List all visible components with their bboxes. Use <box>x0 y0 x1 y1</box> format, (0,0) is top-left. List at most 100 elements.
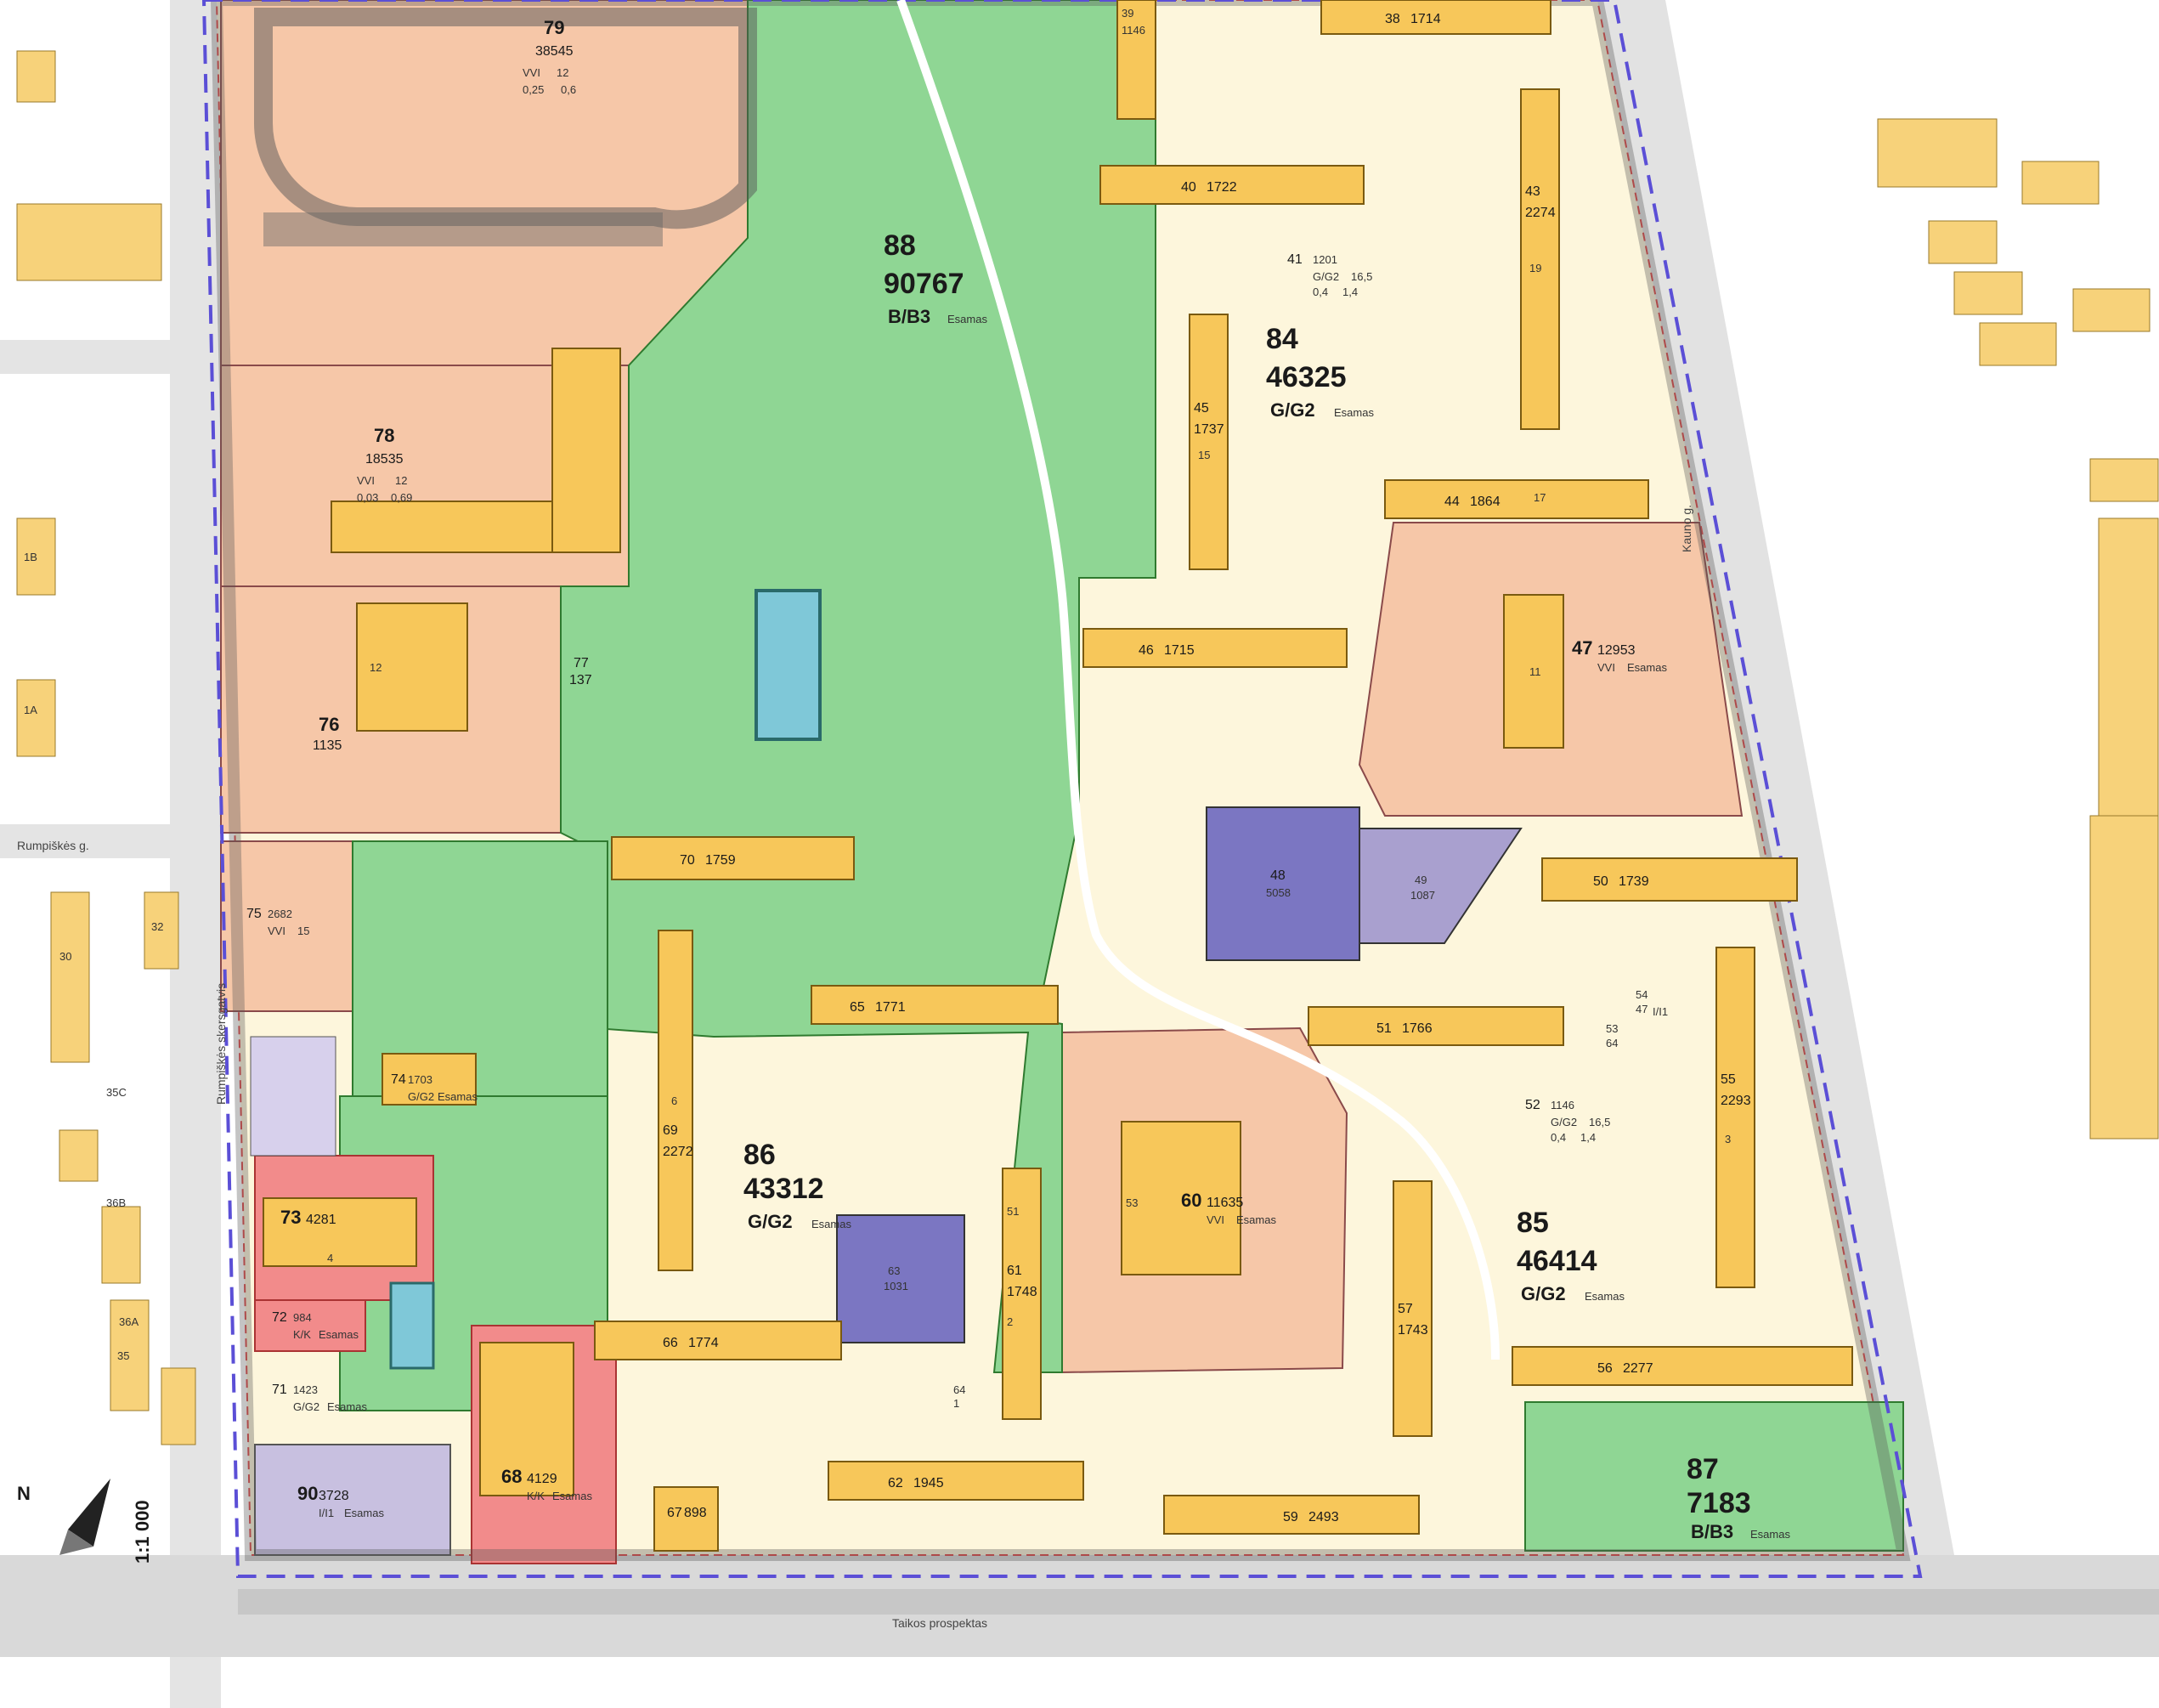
zone-88-code: B/B3 <box>888 306 930 327</box>
building-73[interactable] <box>263 1197 417 1267</box>
zone-52-id: 52 <box>1525 1098 1540 1112</box>
zone-47-code: VVI <box>1597 661 1615 674</box>
zone-88-id: 88 <box>884 229 916 262</box>
building-61-area: 1748 <box>1007 1285 1037 1299</box>
building-46[interactable] <box>1082 628 1348 668</box>
zone-74-code: G/G2 <box>408 1090 434 1103</box>
north-arrow: N <box>17 1479 110 1555</box>
road-taikos-stripe <box>238 1589 2159 1615</box>
zone-60-code: VVI <box>1207 1213 1224 1226</box>
zone-52-area: 1146 <box>1551 1099 1574 1111</box>
stadium-track <box>254 8 757 229</box>
building-40[interactable] <box>1099 165 1365 205</box>
building-55-id: 55 <box>1721 1072 1736 1087</box>
building-38[interactable] <box>1320 0 1551 35</box>
north-arrow-shadow-icon <box>59 1530 93 1555</box>
zone-73-id: 73 <box>280 1207 301 1228</box>
building-59-id: 59 <box>1283 1510 1298 1524</box>
house-number: 36A <box>119 1315 138 1328</box>
zone-87-area: 7183 <box>1687 1487 1751 1519</box>
zone-87-id: 87 <box>1687 1453 1719 1485</box>
building-63-id: 63 <box>888 1264 900 1277</box>
building-62[interactable] <box>828 1461 1084 1501</box>
planning-boundary <box>201 0 1923 1578</box>
zone-76-area: 1135 <box>313 738 342 753</box>
building-40-area: 1722 <box>1207 180 1237 195</box>
house-number: 3 <box>1725 1133 1731 1145</box>
zone-71-id: 71 <box>272 1383 287 1397</box>
building-59[interactable] <box>1163 1495 1420 1535</box>
building-45-area: 1737 <box>1194 422 1224 437</box>
building-49[interactable] <box>1359 828 1523 944</box>
building-55[interactable] <box>1715 947 1755 1288</box>
zone-84-area: 46325 <box>1266 361 1347 393</box>
street-side-left: Rumpiškės skersgatvis <box>214 983 228 1105</box>
house-number: 15 <box>1198 449 1210 461</box>
house-number: 1B <box>24 551 37 563</box>
building-76[interactable] <box>356 602 468 732</box>
building-45[interactable] <box>1189 314 1229 570</box>
zone-52-intensity: 1,4 <box>1580 1131 1596 1144</box>
building-51[interactable] <box>1308 1006 1564 1046</box>
building-56-id: 56 <box>1597 1361 1613 1376</box>
building-labels: 70 1759 69 2272 65 1771 66 1774 62 1945 … <box>663 7 1751 1524</box>
zone-75[interactable] <box>220 840 353 1012</box>
building-67-id: 67 <box>667 1506 682 1520</box>
building-65[interactable] <box>811 985 1059 1025</box>
building-70[interactable] <box>611 836 855 880</box>
building-48[interactable] <box>1206 806 1360 961</box>
building-50[interactable] <box>1541 857 1798 902</box>
house-number: 53 <box>1126 1196 1138 1209</box>
zone-52-code: G/G2 <box>1551 1116 1577 1128</box>
zone-90[interactable] <box>254 1444 451 1556</box>
house-number: 19 <box>1529 262 1541 274</box>
building-69[interactable] <box>658 930 693 1271</box>
building-67[interactable] <box>653 1486 719 1552</box>
house-number: 4 <box>327 1252 333 1264</box>
zone-72[interactable] <box>254 1299 366 1352</box>
building-48-area: 5058 <box>1266 886 1291 899</box>
building-68[interactable] <box>479 1342 574 1496</box>
building-44[interactable] <box>1384 479 1649 519</box>
building-60[interactable] <box>1121 1121 1241 1275</box>
zone-86-area: 43312 <box>743 1173 824 1205</box>
building-61[interactable] <box>1002 1168 1042 1420</box>
building-66[interactable] <box>594 1321 842 1360</box>
building-74[interactable] <box>381 1053 477 1106</box>
building-56[interactable] <box>1512 1346 1853 1386</box>
building-62-area: 1945 <box>913 1476 944 1490</box>
building-61-id: 61 <box>1007 1264 1022 1278</box>
building-64-area: 1 <box>953 1397 959 1410</box>
zone-lavender-small[interactable] <box>250 1036 336 1157</box>
zone-79-code: VVI <box>523 66 540 79</box>
zone-86-id: 86 <box>743 1139 776 1171</box>
zone-90-status: Esamas <box>344 1507 384 1519</box>
north-label: N <box>17 1483 31 1504</box>
building-66-id: 66 <box>663 1336 678 1350</box>
zone-79-max-h: 12 <box>557 66 568 79</box>
building-57[interactable] <box>1393 1180 1433 1437</box>
north-arrow-icon <box>68 1479 110 1547</box>
road-rumpiskes <box>0 824 221 858</box>
building-43[interactable] <box>1520 88 1560 430</box>
building-44-id: 44 <box>1444 495 1460 509</box>
house-number: 36B <box>106 1196 126 1209</box>
zone-87[interactable] <box>1524 1401 1904 1552</box>
street-right: Kauno g. <box>1680 505 1693 552</box>
zone-79[interactable] <box>220 0 749 366</box>
left-buildings <box>16 50 196 1445</box>
building-78-wing[interactable] <box>551 348 621 553</box>
zone-79-intensity: 0,6 <box>561 83 576 96</box>
zone-75-max-h: 15 <box>297 925 309 937</box>
house-number: 35 <box>117 1349 129 1362</box>
building-67-area: 898 <box>684 1506 707 1520</box>
zone-79-density: 0,25 <box>523 83 544 96</box>
zone-68-code: K/K <box>527 1490 545 1502</box>
building-39[interactable] <box>1116 0 1156 120</box>
buildings-group <box>263 0 1853 1552</box>
zone-90-area: 3728 <box>319 1489 349 1503</box>
building-38-area: 1714 <box>1410 12 1441 26</box>
building-63[interactable] <box>836 1214 965 1343</box>
building-47[interactable] <box>1503 594 1564 749</box>
